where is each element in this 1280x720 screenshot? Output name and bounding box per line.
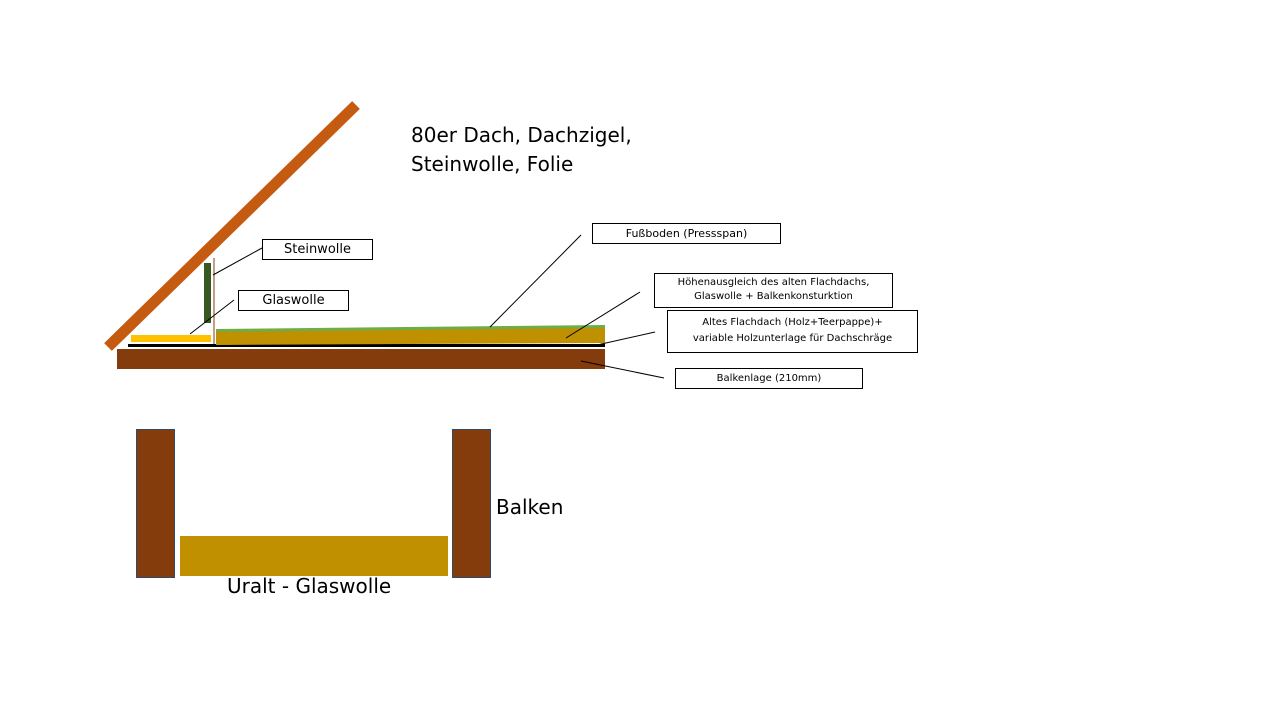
beam-layer xyxy=(117,349,605,369)
label-glaswolle: Glaswolle xyxy=(238,290,349,311)
label-flachdach-line2: variable Holzunterlage für Dachschräge xyxy=(692,333,893,344)
label-hoehenausgleich-line2: Glaswolle + Balkenkonsturktion xyxy=(694,291,853,302)
height-compensation-layer xyxy=(216,327,605,345)
label-balkenlage: Balkenlage (210mm) xyxy=(675,368,863,389)
title-line-2: Steinwolle, Folie xyxy=(411,152,574,176)
beam-section-right xyxy=(452,429,491,578)
roof-rafter xyxy=(104,101,360,351)
floor-layer xyxy=(216,325,605,332)
label-hoehenausgleich: Höhenausgleich des alten Flachdachs, Gla… xyxy=(654,273,893,308)
leader-line-balkenlage xyxy=(580,360,665,379)
leader-line-glaswolle xyxy=(189,299,235,335)
leader-line-hoehenausgleich xyxy=(565,291,641,339)
label-flachdach: Altes Flachdach (Holz+Teerpappe)+ variab… xyxy=(667,310,918,353)
label-uralt-glaswolle: Uralt - Glaswolle xyxy=(227,574,392,598)
stone-wool-board xyxy=(204,263,211,323)
leader-line-steinwolle xyxy=(212,247,263,276)
leader-line-fussboden xyxy=(489,234,582,328)
old-glass-wool-block xyxy=(180,536,448,576)
label-balken: Balken xyxy=(496,495,564,519)
old-flat-roof-layer xyxy=(128,344,605,347)
glass-wool-strip xyxy=(131,335,211,342)
beam-section-left xyxy=(136,429,175,578)
leader-line-flachdach xyxy=(596,331,656,346)
label-hoehenausgleich-line1: Höhenausgleich des alten Flachdachs, xyxy=(677,277,870,288)
label-steinwolle: Steinwolle xyxy=(262,239,373,260)
label-flachdach-line1: Altes Flachdach (Holz+Teerpappe)+ xyxy=(702,317,883,328)
title-line-1: 80er Dach, Dachzigel, xyxy=(411,123,632,147)
label-fussboden: Fußboden (Pressspan) xyxy=(592,223,781,244)
